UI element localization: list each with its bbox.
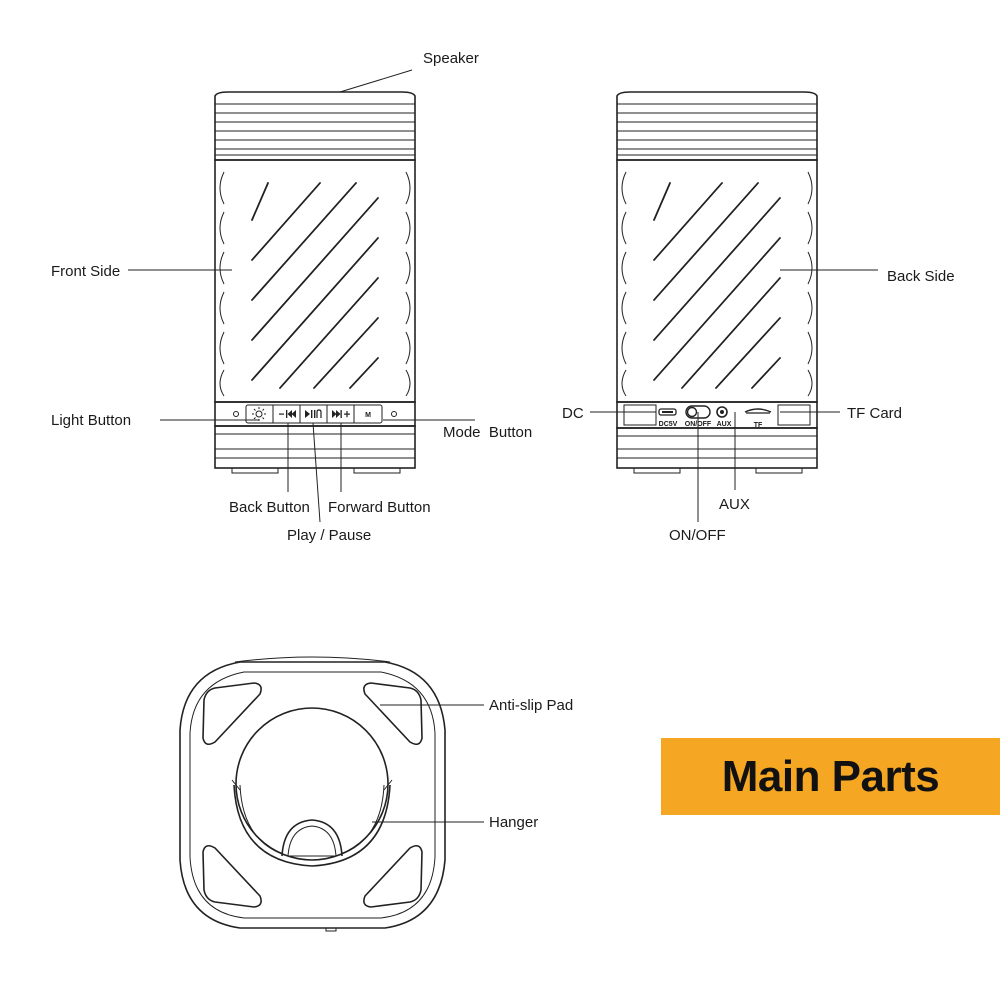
front-body (214, 159, 416, 403)
label-on-off: ON/OFF (669, 527, 726, 544)
label-mode-button: Mode Button (443, 424, 532, 441)
label-light-button: Light Button (51, 412, 131, 429)
anti-slip-pad-bottom-left (202, 844, 262, 908)
back-body (616, 159, 818, 403)
leader-lines (128, 69, 878, 823)
anti-slip-pad-bottom-right (363, 844, 423, 908)
main-parts-title: Main Parts (721, 751, 940, 801)
back-speaker-view: DC5V ON/OFF AUX TF (616, 91, 818, 474)
mode-button-mark: M (365, 412, 371, 419)
back-side-ridges (621, 171, 813, 397)
label-hanger: Hanger (489, 814, 538, 831)
label-anti-slip-pad: Anti-slip Pad (489, 697, 573, 714)
aux-mark: AUX (717, 421, 732, 428)
hanger (231, 707, 393, 867)
back-base-rings (616, 427, 818, 474)
anti-slip-pad-top-right (363, 682, 423, 746)
bottom-outer-shell (179, 661, 446, 929)
label-speaker: Speaker (423, 50, 479, 67)
light-button-icon (252, 407, 266, 421)
back-top-grille (616, 91, 818, 161)
tf-mark: TF (754, 422, 763, 429)
label-front-side: Front Side (51, 263, 120, 280)
anti-slip-pad-top-left (202, 682, 262, 746)
front-speaker-view: M (214, 91, 416, 474)
label-forward-button: Forward Button (328, 499, 431, 516)
back-button-icon (279, 410, 296, 418)
bottom-speaker-view (179, 656, 446, 932)
tf-card-slot-icon (744, 408, 772, 414)
anti-slip-pads (202, 682, 423, 908)
forward-button-icon (332, 410, 350, 418)
label-aux: AUX (719, 496, 750, 513)
label-play-pause: Play / Pause (287, 527, 371, 544)
front-side-ridges (219, 171, 411, 397)
back-diagonal-slots (653, 182, 781, 389)
front-diagonal-slots (251, 182, 379, 389)
aux-port-icon (716, 406, 728, 418)
dc-port-icon (658, 408, 677, 416)
label-tf-card: TF Card (847, 405, 902, 422)
main-parts-banner: Main Parts (661, 738, 1000, 815)
front-top-grille (214, 91, 416, 161)
label-back-side: Back Side (887, 268, 955, 285)
play-pause-icon (305, 409, 322, 418)
label-dc: DC (562, 405, 584, 422)
label-back-button: Back Button (229, 499, 310, 516)
dc5v-mark: DC5V (659, 421, 678, 428)
